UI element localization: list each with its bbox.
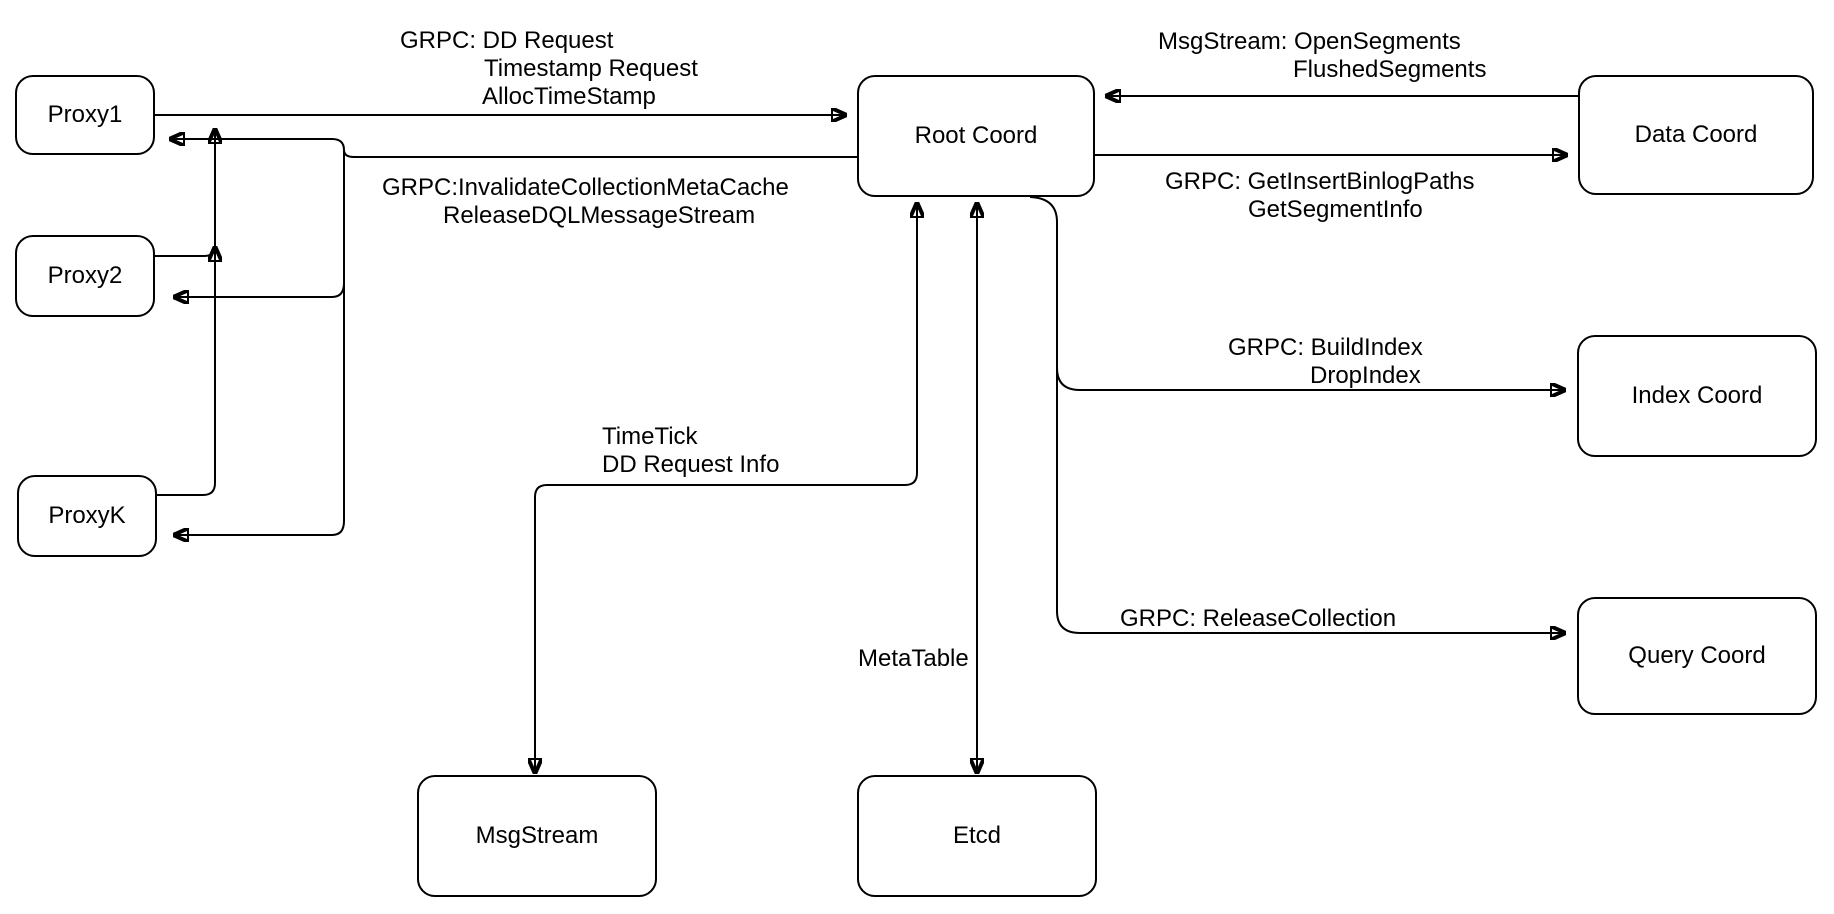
edge-label-getinsertbinlogpaths: GRPC: GetInsertBinlogPaths [1165, 168, 1475, 195]
edge-label-dropindex: DropIndex [1310, 362, 1421, 389]
node-proxyk: ProxyK [17, 475, 157, 557]
edge-proxy2-merge-trunk [155, 248, 215, 256]
edge-label-metatable: MetaTable [858, 645, 969, 672]
edge-label-timestamp-request: Timestamp Request [484, 55, 698, 82]
edge-proxyk-merge-trunk [155, 130, 215, 496]
edge-label-buildindex: GRPC: BuildIndex [1228, 334, 1423, 361]
edge-label-releasecollection: GRPC: ReleaseCollection [1120, 605, 1397, 632]
node-query-coord-label: Query Coord [1628, 642, 1766, 669]
node-index-coord-label: Index Coord [1631, 382, 1763, 409]
node-proxy1: Proxy1 [15, 75, 155, 155]
node-proxy1-label: Proxy1 [47, 101, 123, 128]
edge-rootcoord-to-proxy2 [175, 282, 345, 297]
node-proxyk-label: ProxyK [48, 502, 126, 529]
edge-label-dd-request-info: DD Request Info [602, 451, 780, 478]
edge-rootcoord-to-proxyk [175, 150, 345, 535]
node-data-coord-label: Data Coord [1634, 121, 1758, 148]
node-root-coord: Root Coord [857, 75, 1095, 197]
edge-msgstream-rootcoord [535, 204, 917, 772]
node-proxy2: Proxy2 [15, 235, 155, 317]
node-data-coord: Data Coord [1578, 75, 1814, 195]
edge-label-getsegmentinfo: GetSegmentInfo [1248, 196, 1423, 223]
edge-rootcoord-to-indexcoord [1056, 367, 1564, 390]
edge-rootcoord-to-querycoord [1029, 196, 1564, 633]
node-proxy2-label: Proxy2 [47, 262, 123, 289]
node-msgstream-label: MsgStream [475, 822, 599, 849]
node-root-coord-label: Root Coord [914, 122, 1038, 149]
edge-label-invalidate-metacache: GRPC:InvalidateCollectionMetaCache [382, 174, 789, 201]
edge-label-release-dql: ReleaseDQLMessageStream [443, 202, 756, 229]
edge-label-opensegments: MsgStream: OpenSegments [1158, 28, 1461, 55]
edge-rootcoord-to-proxy1 [171, 139, 857, 158]
node-msgstream: MsgStream [417, 775, 657, 897]
node-etcd-label: Etcd [952, 822, 1002, 849]
node-etcd: Etcd [857, 775, 1097, 897]
node-query-coord: Query Coord [1577, 597, 1817, 715]
edge-label-flushedsegments: FlushedSegments [1293, 56, 1487, 83]
edge-label-timetick: TimeTick [602, 423, 698, 450]
edge-label-alloctimestamp: AllocTimeStamp [482, 83, 656, 110]
edge-label-grpc-dd-request: GRPC: DD Request [400, 27, 614, 54]
node-index-coord: Index Coord [1577, 335, 1817, 457]
